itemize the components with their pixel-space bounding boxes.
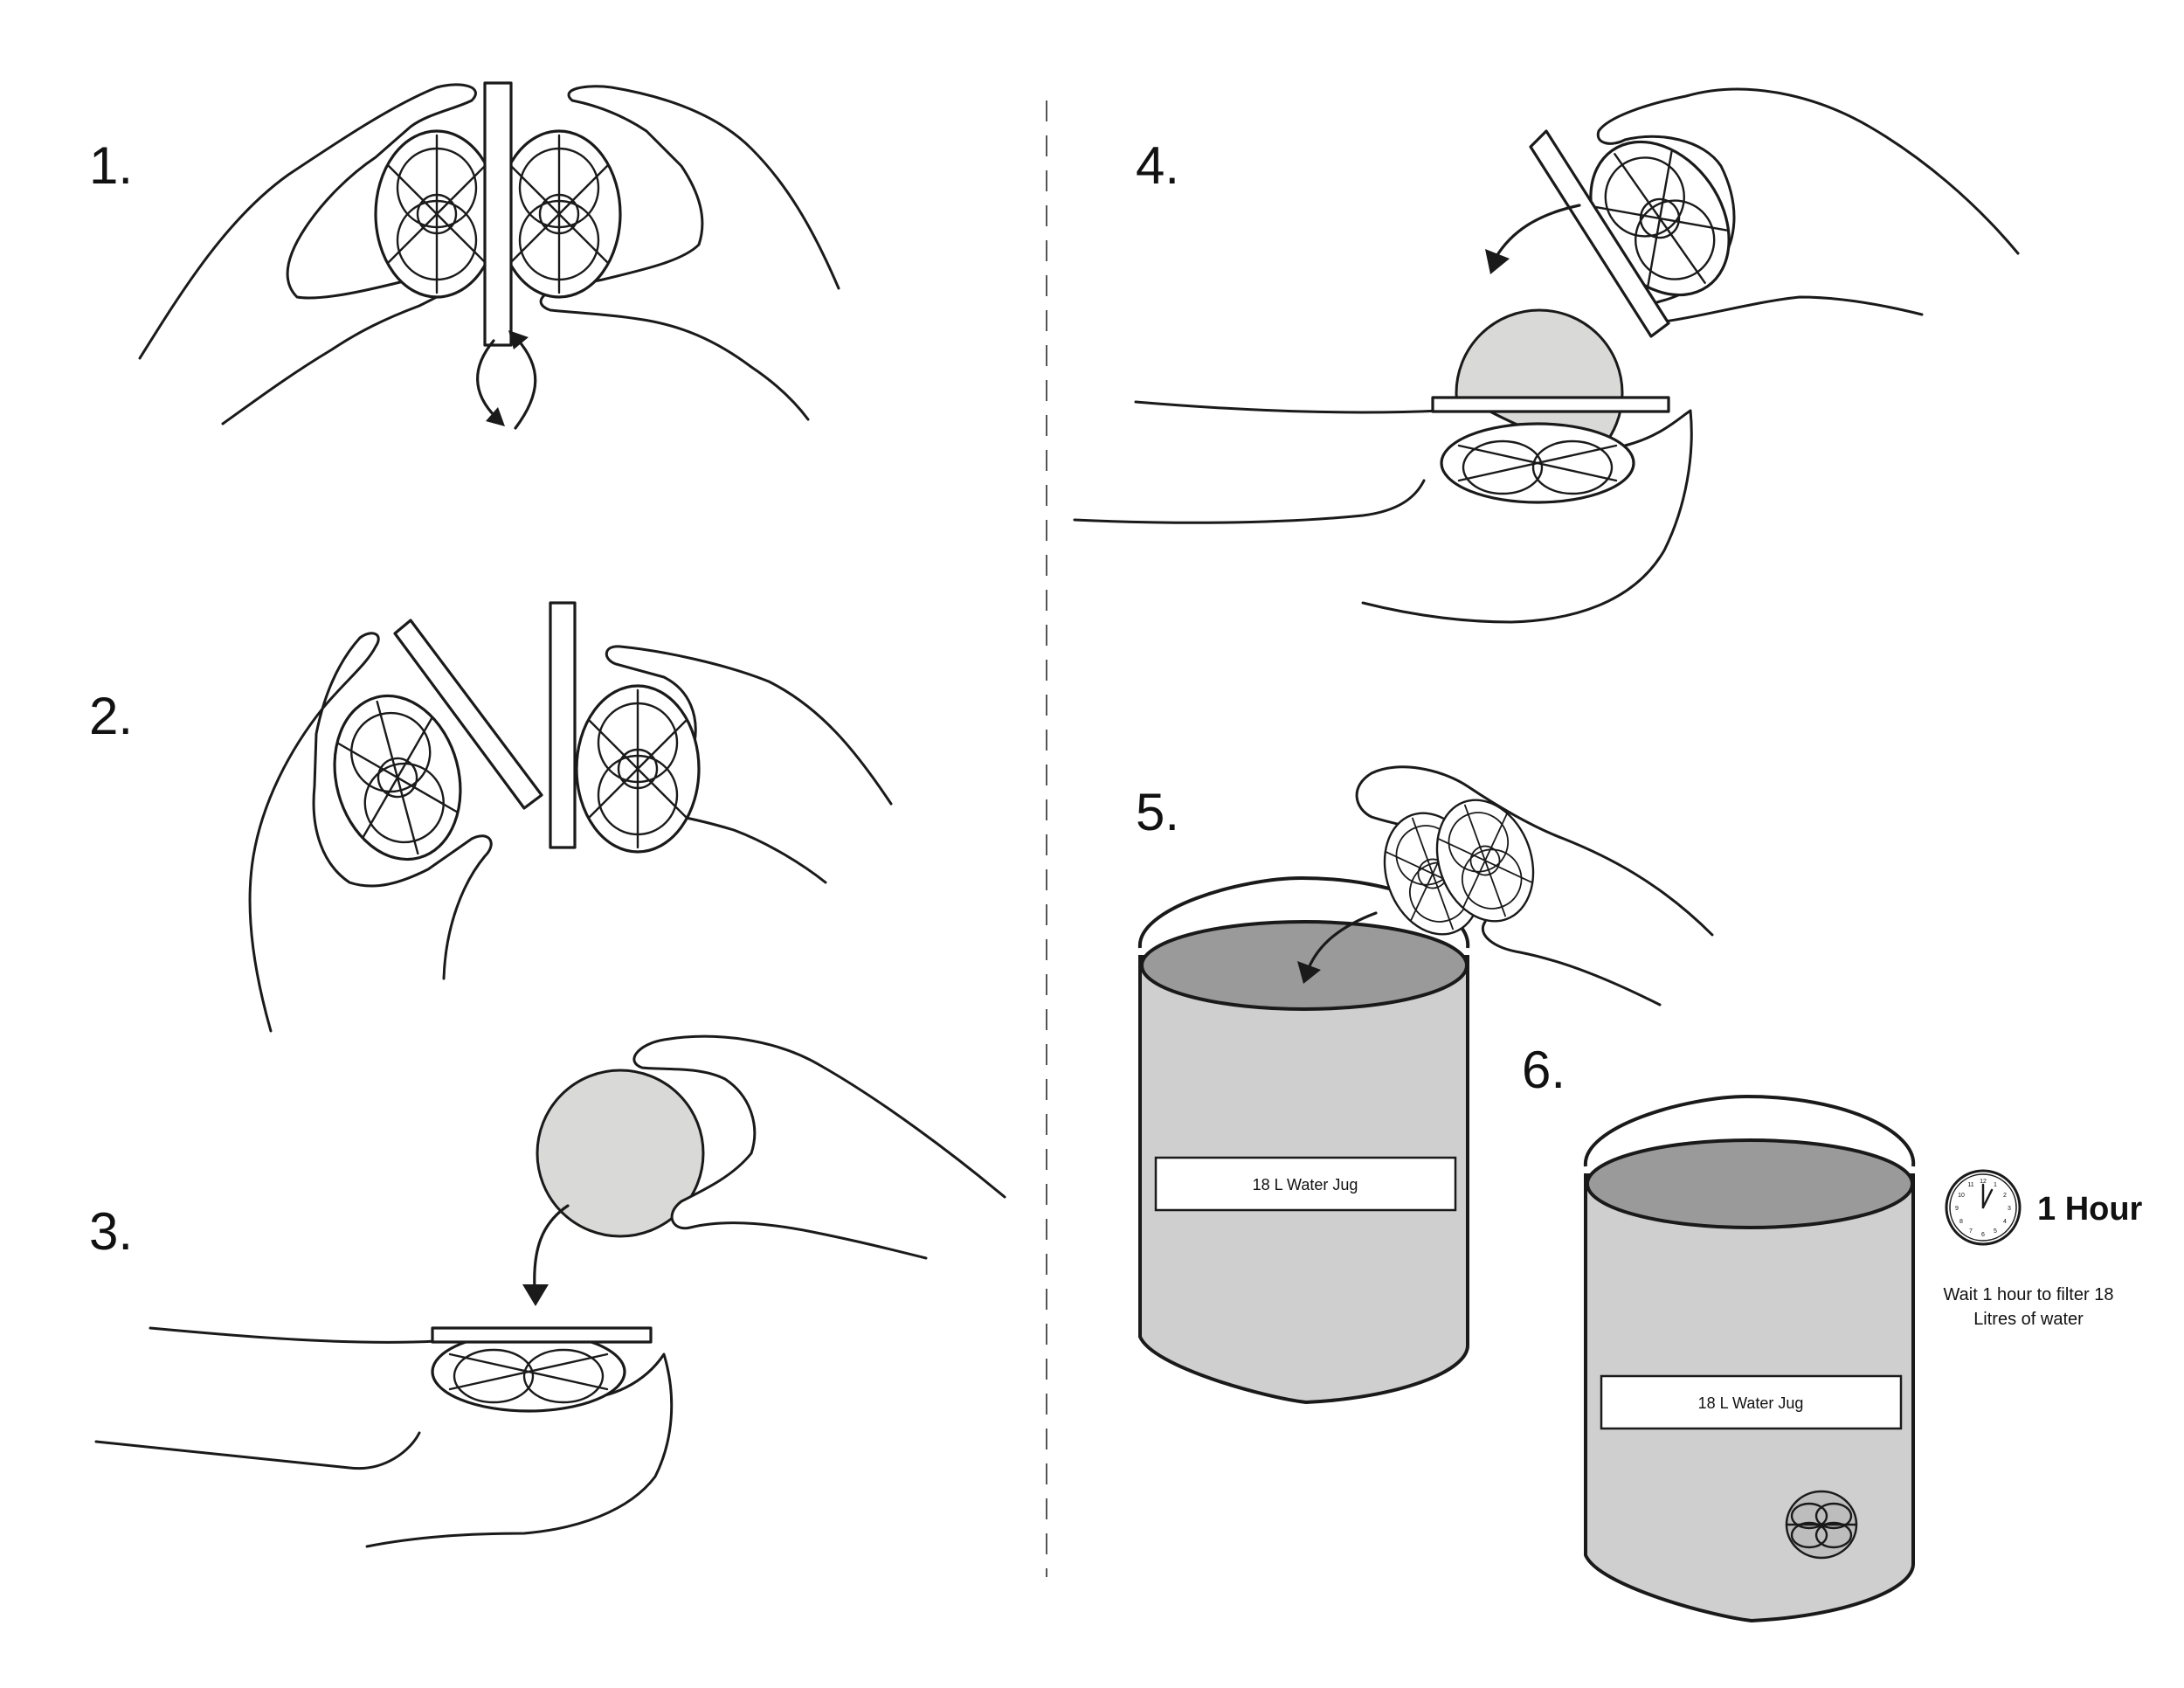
duration-label: 1 Hour — [2037, 1191, 2143, 1228]
jug-label-box — [1154, 1156, 1457, 1212]
step-4-illustration — [1073, 87, 2020, 624]
clock-icon: 12 1 2 3 4 5 6 7 8 9 10 11 — [1945, 1169, 2022, 1246]
step-2-illustration — [248, 601, 893, 1033]
clock-number: 12 — [1980, 1179, 1987, 1185]
clock-number: 3 — [2008, 1206, 2011, 1212]
upper-hand — [632, 1034, 1006, 1260]
step-number-4: 4. — [1136, 136, 1179, 195]
water-surface — [1586, 1138, 1914, 1229]
clock-number: 4 — [2003, 1219, 2007, 1225]
clock-number: 2 — [2003, 1193, 2007, 1199]
clock-number: 7 — [1969, 1228, 1973, 1235]
step-number-5: 5. — [1136, 783, 1179, 841]
step-1-illustration — [138, 81, 840, 430]
clock-number: 9 — [1955, 1206, 1959, 1212]
wait-note-line-2: Litres of water — [1973, 1310, 2084, 1329]
right-hand — [539, 85, 840, 421]
clock-number: 5 — [1994, 1228, 1997, 1235]
filter-paper — [536, 1069, 705, 1238]
wait-note-line-1: Wait 1 hour to filter 18 — [1944, 1285, 2114, 1304]
jug-label: 18 L Water Jug — [1698, 1394, 1804, 1412]
clock-number: 10 — [1958, 1193, 1965, 1199]
curved-arrow — [1494, 204, 1581, 259]
step-6-illustration: 18 L Water Jug 12 1 2 3 4 5 6 7 8 9 10 1… — [1583, 1094, 2143, 1623]
right-hand — [591, 645, 893, 884]
step-number-1: 1. — [89, 136, 133, 195]
clock-number: 6 — [1981, 1232, 1985, 1238]
step-number-6: 6. — [1522, 1041, 1565, 1099]
clock-number: 11 — [1967, 1182, 1973, 1188]
jug-label-box — [1600, 1374, 1903, 1430]
upper-hand — [1596, 87, 2020, 323]
step-3-illustration — [94, 1034, 1006, 1548]
jug-label: 18 L Water Jug — [1253, 1176, 1358, 1193]
twist-arrow-up — [514, 337, 537, 430]
down-arrow — [533, 1204, 570, 1290]
twist-arrow-down — [476, 339, 498, 419]
left-hand — [248, 632, 493, 1033]
curved-arrow — [1307, 911, 1378, 970]
filter-ball — [1785, 1490, 1858, 1560]
clock-number: 8 — [1959, 1219, 1963, 1225]
step-number-2: 2. — [89, 687, 133, 745]
step-5-illustration: 18 L Water Jug — [1137, 765, 1714, 1405]
step-number-3: 3. — [89, 1202, 133, 1261]
left-hand — [138, 83, 479, 425]
clock-number: 1 — [1994, 1182, 1997, 1188]
lower-hand — [94, 1326, 674, 1548]
